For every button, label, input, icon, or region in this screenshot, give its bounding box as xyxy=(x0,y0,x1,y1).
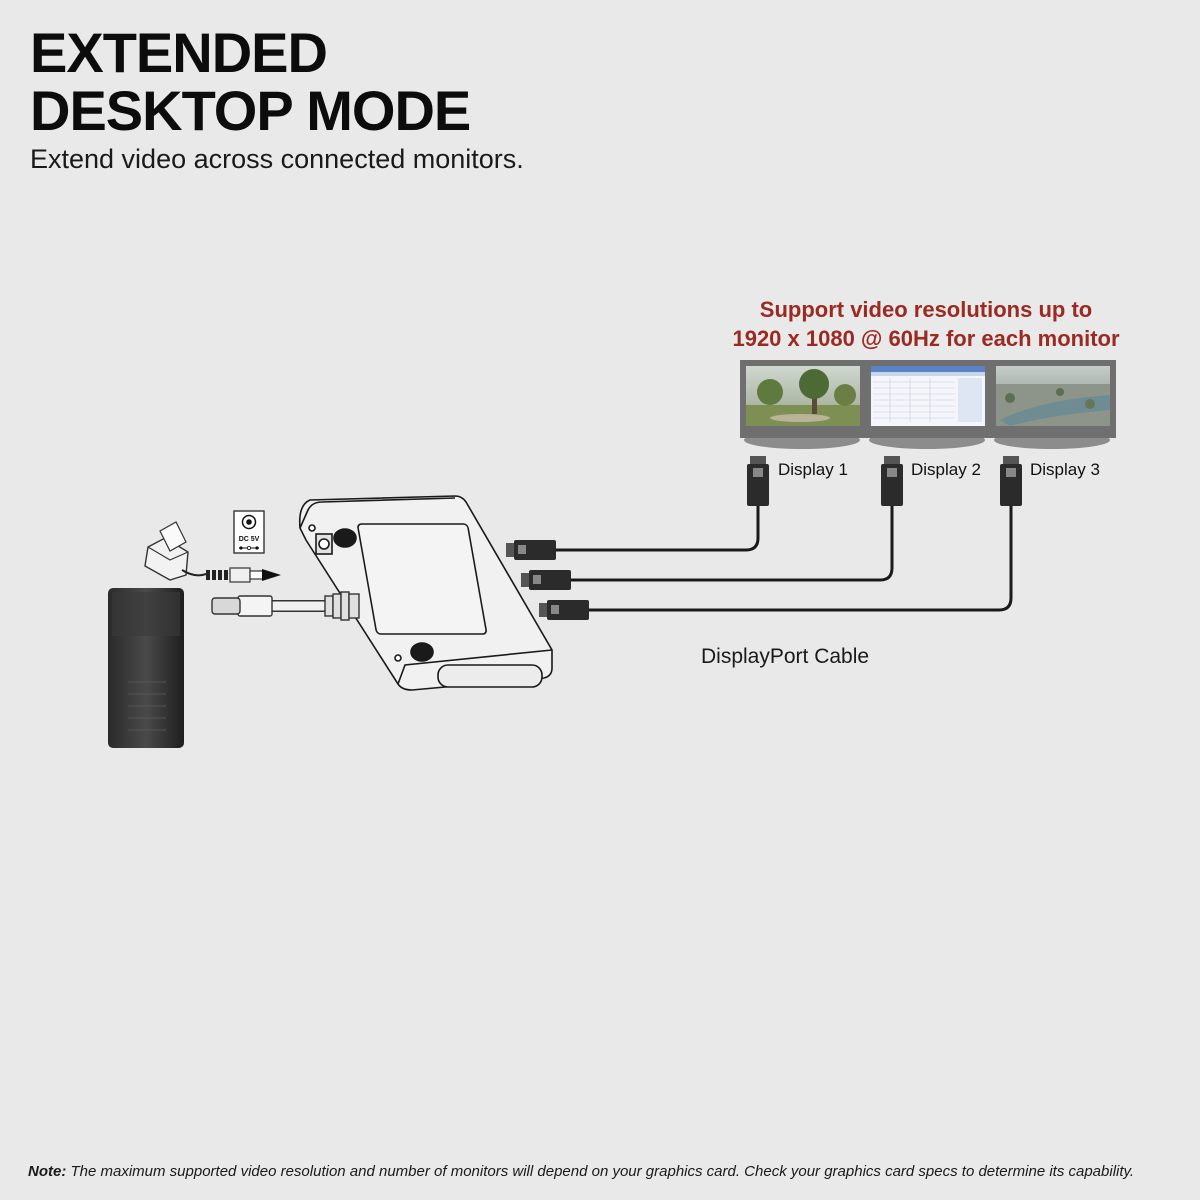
page-title: EXTENDED DESKTOP MODE xyxy=(30,21,471,142)
monitor-3-screen xyxy=(996,366,1110,426)
power-adapter xyxy=(144,521,281,583)
footnote: Note: The maximum supported video resolu… xyxy=(28,1163,1188,1180)
dc-jack-label: DC 5V xyxy=(239,536,260,543)
display-3-label: Display 3 xyxy=(1030,460,1100,479)
cable-display-3 xyxy=(588,506,1013,612)
monitor-1-screen xyxy=(746,366,860,426)
page-subtitle: Extend video across connected monitors. xyxy=(30,144,524,174)
computer-tower xyxy=(108,588,184,748)
cable-label: DisplayPort Cable xyxy=(701,645,870,668)
title-line-2: DESKTOP MODE xyxy=(30,79,471,142)
display-1-label: Display 1 xyxy=(778,460,848,479)
resolution-callout-line-1: Support video resolutions up to xyxy=(759,297,1093,322)
footnote-prefix: Note: xyxy=(28,1163,67,1180)
monitor-2-screen xyxy=(871,366,985,426)
cable-display-2 xyxy=(570,506,894,582)
displayport-plugs-top xyxy=(747,456,1022,506)
cable-display-1 xyxy=(555,506,760,552)
footnote-text: The maximum supported video resolution a… xyxy=(70,1163,1135,1180)
adapter-hub xyxy=(298,495,553,691)
displayport-cables xyxy=(555,506,1013,612)
displayport-plugs-adapter xyxy=(506,540,589,620)
monitor-array xyxy=(740,360,1116,449)
title-line-1: EXTENDED xyxy=(30,21,328,84)
dc-jack-icon: DC 5V xyxy=(233,510,265,554)
resolution-callout: Support video resolutions up to 1920 x 1… xyxy=(700,295,1152,353)
display-2-label: Display 2 xyxy=(911,460,981,479)
resolution-callout-line-2: 1920 x 1080 @ 60Hz for each monitor xyxy=(732,326,1120,351)
host-cable xyxy=(211,591,360,621)
